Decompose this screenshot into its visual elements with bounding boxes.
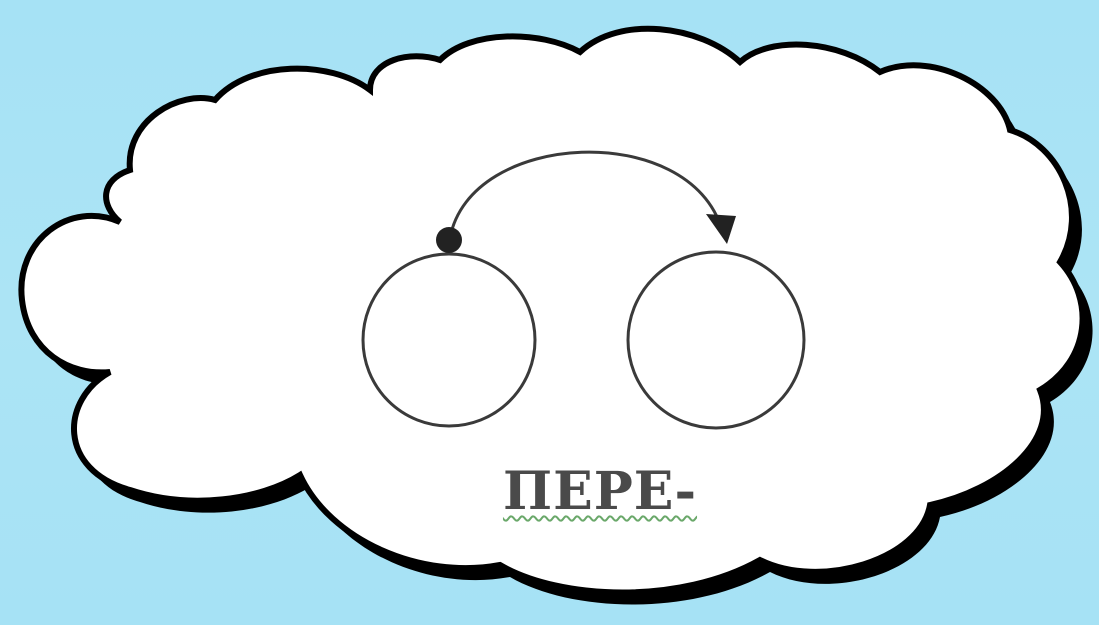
prefix-caption: ПЕРЕ- xyxy=(420,466,780,518)
start-dot-icon xyxy=(436,227,462,253)
prefix-label: ПЕРЕ- xyxy=(503,461,697,522)
